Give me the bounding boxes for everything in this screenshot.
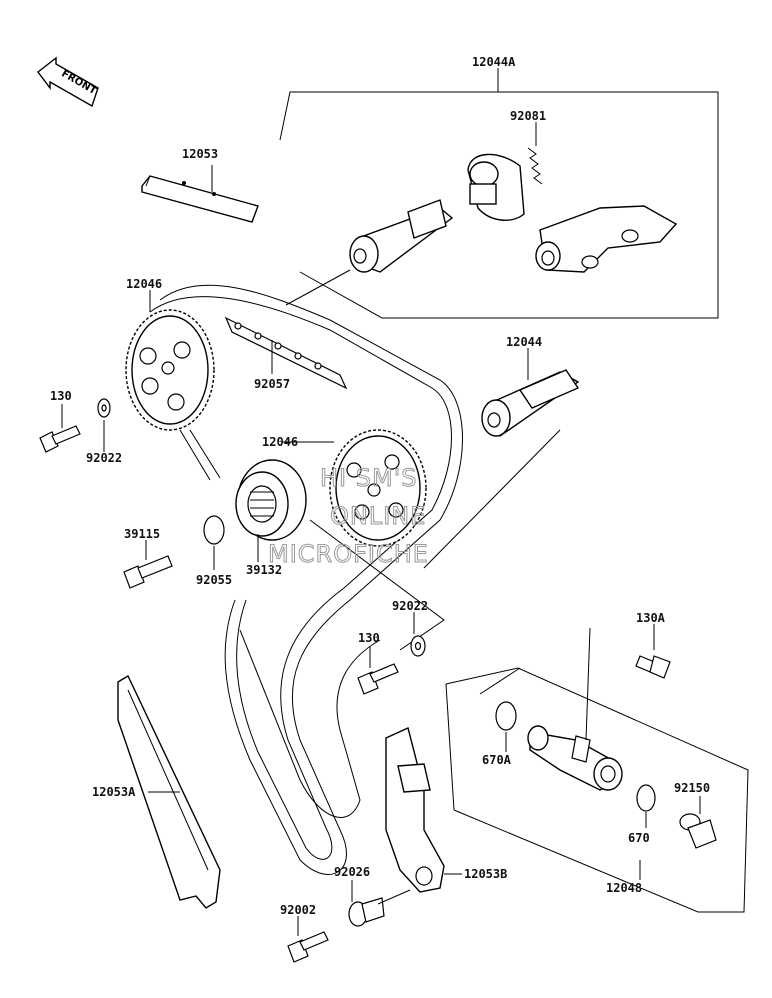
chain-guide-12053B <box>385 727 462 893</box>
part-label-12046-middle: 12046 <box>262 435 298 449</box>
part-label-12053A: 12053A <box>92 785 136 799</box>
part-label-92022-mid: 92022 <box>392 599 428 613</box>
o-ring-670A <box>495 701 517 752</box>
part-label-92002: 92002 <box>280 903 316 917</box>
sprocket-hub-39132 <box>235 459 307 562</box>
rocker-arm-assembly <box>535 205 678 273</box>
part-label-39132: 39132 <box>246 563 282 577</box>
bolt-130-left <box>39 404 81 453</box>
part-label-92057: 92057 <box>254 377 290 391</box>
collar-bolt-92026 <box>348 880 411 927</box>
part-label-12044A: 12044A <box>472 55 516 69</box>
spring-92081 <box>527 122 543 185</box>
assembly-box-12044A <box>279 68 719 319</box>
washer-92022-mid <box>410 612 426 657</box>
part-label-130-left: 130 <box>50 389 72 403</box>
part-label-130A: 130A <box>636 611 666 625</box>
plug-bolt-92150 <box>679 796 717 849</box>
watermark: HI SM'S ONLINE MICROFICHE <box>268 464 429 569</box>
camshaft-sprocket-12046-top <box>125 290 215 431</box>
part-label-92026: 92026 <box>334 865 370 879</box>
watermark-line-3: MICROFICHE <box>268 540 429 568</box>
part-label-39115: 39115 <box>124 527 160 541</box>
tensioner-assembly-box-12048 <box>445 667 749 913</box>
part-label-12048: 12048 <box>606 881 642 895</box>
bolt-130-mid <box>357 646 399 695</box>
part-label-670A: 670A <box>482 753 512 767</box>
camshaft-12044A <box>285 199 454 306</box>
watermark-line-2: ONLINE <box>330 502 426 530</box>
camshaft-sprocket-12046-middle <box>282 429 427 547</box>
watermark-line-1: HI SM'S <box>320 464 418 492</box>
chain-guide-12053 <box>141 165 259 223</box>
chain-link-section-92057 <box>224 316 348 390</box>
leader-sprocket-to-chain <box>423 429 561 569</box>
part-label-92150: 92150 <box>674 781 710 795</box>
bolt-92002 <box>287 916 329 963</box>
chain-guide-12053A <box>117 675 221 909</box>
part-label-12053: 12053 <box>182 147 218 161</box>
washer-92022-left <box>97 398 111 452</box>
bolt-130A <box>635 624 671 679</box>
part-label-92081: 92081 <box>510 109 546 123</box>
timing-chain <box>149 284 463 875</box>
part-label-92022-left: 92022 <box>86 451 122 465</box>
o-ring-92055 <box>203 515 225 570</box>
bolt-39115 <box>123 540 173 589</box>
part-label-12046-top: 12046 <box>126 277 162 291</box>
part-label-12044: 12044 <box>506 335 542 349</box>
chain-tensioner-body <box>527 627 623 791</box>
part-label-92055: 92055 <box>196 573 232 587</box>
part-label-130-mid: 130 <box>358 631 380 645</box>
o-ring-670 <box>636 784 656 828</box>
front-direction-arrow-icon: FRONT <box>37 56 99 108</box>
part-label-12053B: 12053B <box>464 867 507 881</box>
decompressor-weight <box>467 153 525 221</box>
camshaft-12044 <box>481 348 580 437</box>
part-label-670: 670 <box>628 831 650 845</box>
